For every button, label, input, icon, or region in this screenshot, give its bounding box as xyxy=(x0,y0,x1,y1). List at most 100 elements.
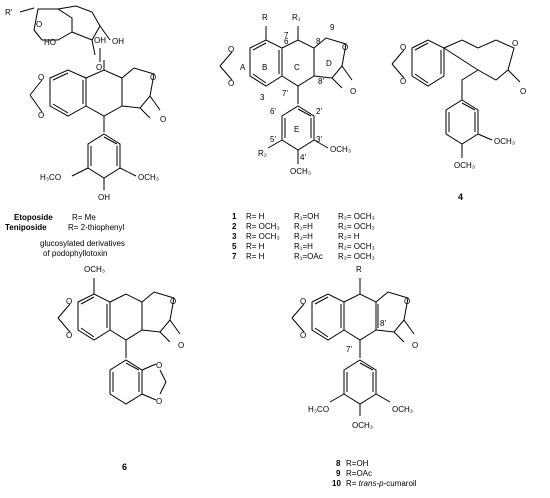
dioxole-o-e1: O xyxy=(156,361,162,370)
carbonyl-o: O xyxy=(350,87,356,96)
legend-row-number: 5 xyxy=(232,242,237,251)
och3-4p: OCH₃ xyxy=(290,167,311,176)
ring-c-label: C xyxy=(294,63,300,72)
r-label: R xyxy=(262,13,268,22)
ring-d-label: D xyxy=(326,59,332,68)
h3co-label: H₃CO xyxy=(40,173,61,182)
legend-row-r: R= H xyxy=(246,252,265,261)
carbonyl-o: O xyxy=(178,341,184,350)
dioxole-o-bottom: O xyxy=(400,77,406,86)
legend-row-r1: R₁=OH xyxy=(294,212,319,221)
ring-a-label: A xyxy=(240,63,246,72)
carbonyl-o: O xyxy=(412,341,418,350)
locant-7: 7 xyxy=(284,31,289,40)
legend-row-value: R=OAc xyxy=(346,469,372,478)
legend-row-r2: R₂= OCH₃ xyxy=(338,252,375,261)
legend-row-number: 3 xyxy=(232,232,237,241)
teniposide-r: R= 2-thiophenyl xyxy=(68,223,124,232)
r-label: R xyxy=(356,265,362,274)
lactone-o: O xyxy=(342,43,348,52)
dioxole-o-bottom: O xyxy=(228,79,234,88)
och3-3p: OCH₃ xyxy=(330,145,351,154)
legend-row-r1: R₁=OAc xyxy=(294,252,323,261)
legend-row-r2: R₂= OCH₃ xyxy=(338,242,375,251)
legend-row-r2: R₂= OCH₃ xyxy=(338,212,375,221)
carbonyl-o: O xyxy=(520,87,526,96)
legend-row-r: R= OCH₃ xyxy=(246,222,280,231)
locant-2p: 2' xyxy=(316,107,322,116)
lactone-carbonyl-o: O xyxy=(160,115,166,124)
legend-row-number: 1 xyxy=(232,212,237,221)
dioxole-o-bottom: O xyxy=(38,111,44,120)
och3-para: OCH₃ xyxy=(352,421,373,430)
legend-row-r: R= OCH₃ xyxy=(246,232,280,241)
legend-row-r1: R₁=H xyxy=(294,222,313,231)
legend-row-r: R= H xyxy=(246,212,265,221)
dioxole-o-bottom: O xyxy=(66,331,72,340)
legend-row-r1: R₁=H xyxy=(294,232,313,241)
legend-row-number: 8 xyxy=(336,459,341,468)
structure-6: O O OCH₃ O O O O 6 xyxy=(57,265,184,472)
locant-5p: 5' xyxy=(270,135,276,144)
glycosidic-oxygen-label: O xyxy=(96,63,102,72)
structure-1-7: O O A B R 6 3 C R₁ 7 8 9 D O O 8' 7' E 2… xyxy=(219,13,356,176)
etoposide-r: R= Me xyxy=(72,213,96,222)
ho-label: HO xyxy=(44,38,56,47)
legend-row-r2: R₂= H xyxy=(338,232,360,241)
legend-row-r1: R₁=H xyxy=(294,242,313,251)
locant-4p: 4' xyxy=(300,153,306,162)
dioxole-o-top: O xyxy=(38,73,44,82)
och3-6: OCH₃ xyxy=(84,265,105,274)
lactone-o-ring: O xyxy=(150,73,156,82)
locant-8: 8 xyxy=(316,37,321,46)
dioxole-o-top: O xyxy=(300,297,306,306)
legend-row-number: 10 xyxy=(332,479,341,488)
h3co-label: H₃CO xyxy=(308,405,329,414)
ring-b-label: B xyxy=(262,63,267,72)
och3-para: OCH₃ xyxy=(454,161,475,170)
caption-line-1: glucosylated derivatives xyxy=(40,239,125,248)
oh-4-label: OH xyxy=(98,193,110,202)
locant-8p: 8' xyxy=(318,77,324,86)
ring-e-label: E xyxy=(294,125,299,134)
locant-3p: 3' xyxy=(316,135,322,144)
locant-7p: 7' xyxy=(346,345,352,354)
oh-label-2: OH xyxy=(94,36,106,45)
lactone-o: O xyxy=(512,39,518,48)
dioxole-o-bottom: O xyxy=(300,331,306,340)
legend-row-r2: R₂= OCH₃ xyxy=(338,222,375,231)
teniposide-name: Teniposide xyxy=(5,223,47,232)
compound-6-number: 6 xyxy=(122,462,127,472)
caption-line-2: of podophyllotoxin xyxy=(43,249,108,258)
compound-4-number: 4 xyxy=(458,192,463,202)
legend-row-number: 7 xyxy=(232,252,237,261)
locant-9: 9 xyxy=(330,23,335,32)
legend-row-number: 9 xyxy=(336,469,341,478)
r2-label: R₂ xyxy=(258,149,267,158)
ring-oxygen-label: O xyxy=(36,20,42,29)
locant-7p: 7' xyxy=(282,89,288,98)
lactone-o: O xyxy=(170,297,176,306)
och3-label: OCH₃ xyxy=(138,173,159,182)
legend-compounds-8-10: 8 R=OH 9 R=OAc 10 R= trans-p-cumaroil xyxy=(332,459,417,488)
r-prime-label: R' xyxy=(5,8,13,17)
locant-3: 3 xyxy=(260,93,265,102)
dioxole-o-top: O xyxy=(228,45,234,54)
etoposide-legend: Etoposide R= Me Teniposide R= 2-thiophen… xyxy=(5,213,125,258)
legend-row-value: R= trans-p-cumaroil xyxy=(346,479,417,488)
legend-row-value: R=OH xyxy=(346,459,369,468)
structure-8-10: O O R O 8' O 7' H₃CO OCH₃ OCH₃ xyxy=(291,265,418,430)
dioxole-o-top: O xyxy=(400,43,406,52)
structure-4: O O O O OCH₃ OCH₃ 4 xyxy=(391,39,526,202)
r1-label: R₁ xyxy=(292,13,301,22)
oh-label: OH xyxy=(112,37,124,46)
etoposide-structure: R' HO OH OH O O O O O O H₃CO OCH₃ OH xyxy=(5,5,166,202)
lactone-o: O xyxy=(404,297,410,306)
och3-meta: OCH₃ xyxy=(494,137,515,146)
dioxole-o-top: O xyxy=(66,297,72,306)
dioxole-o-e2: O xyxy=(156,397,162,406)
och3-right: OCH₃ xyxy=(392,405,413,414)
